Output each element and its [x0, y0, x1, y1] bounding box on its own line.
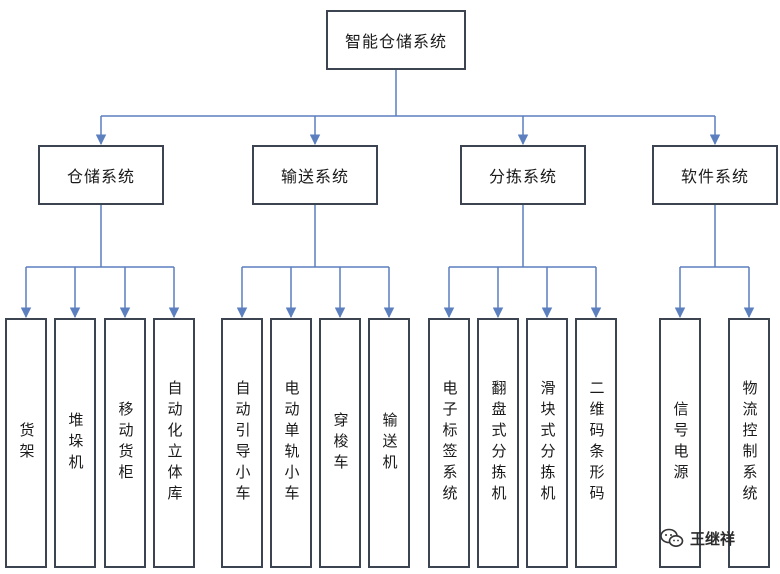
- leaf-shuttle: 穿梭车: [319, 318, 361, 568]
- leaf-logistics-control: 物流控制系统: [728, 318, 770, 568]
- branch-label: 仓储系统: [66, 167, 135, 186]
- leaf-sliding-shoe-sorter: 滑块式分拣机: [526, 318, 568, 568]
- leaf-mobile-cabinet: 移动货柜: [104, 318, 146, 568]
- leaf-electronic-label: 电子标签系统: [428, 318, 470, 568]
- leaf-label: 自动引导小车: [233, 380, 252, 506]
- root-label: 智能仓储系统: [344, 32, 447, 51]
- leaf-label: 电动单轨小车: [282, 380, 301, 506]
- leaf-label: 移动货柜: [116, 401, 135, 485]
- watermark-text: 王继祥: [690, 529, 736, 548]
- leaf-shelf: 货架: [5, 318, 47, 568]
- leaf-monorail-car: 电动单轨小车: [270, 318, 312, 568]
- branch-storage: 仓储系统: [38, 145, 164, 205]
- branch-sorting: 分拣系统: [460, 145, 586, 205]
- leaf-automated-warehouse: 自动化立体库: [153, 318, 195, 568]
- leaf-agv: 自动引导小车: [221, 318, 263, 568]
- leaf-signal-power: 信号电源: [659, 318, 701, 568]
- branch-label: 分拣系统: [488, 167, 557, 186]
- wechat-logo-icon: [660, 528, 684, 547]
- branch-conveying: 输送系统: [252, 145, 378, 205]
- leaf-conveyor: 输送机: [368, 318, 410, 568]
- leaf-tilt-tray-sorter: 翻盘式分拣机: [477, 318, 519, 568]
- watermark: 王继祥: [660, 527, 735, 549]
- leaf-label: 翻盘式分拣机: [489, 380, 508, 506]
- leaf-label: 穿梭车: [331, 411, 350, 475]
- branch-label: 输送系统: [280, 167, 349, 186]
- branch-software: 软件系统: [652, 145, 778, 205]
- leaf-label: 堆垛机: [66, 411, 85, 475]
- leaf-label: 货架: [17, 422, 36, 464]
- branch-label: 软件系统: [680, 167, 749, 186]
- leaf-barcode: 二维码条形码: [575, 318, 617, 568]
- leaf-stacker-crane: 堆垛机: [54, 318, 96, 568]
- leaf-label: 滑块式分拣机: [538, 380, 557, 506]
- root-node: 智能仓储系统: [326, 10, 466, 70]
- leaf-label: 输送机: [380, 411, 399, 475]
- leaf-label: 信号电源: [671, 401, 690, 485]
- leaf-label: 自动化立体库: [165, 380, 184, 506]
- leaf-label: 电子标签系统: [440, 380, 459, 506]
- leaf-label: 物流控制系统: [740, 380, 759, 506]
- leaf-label: 二维码条形码: [587, 380, 606, 506]
